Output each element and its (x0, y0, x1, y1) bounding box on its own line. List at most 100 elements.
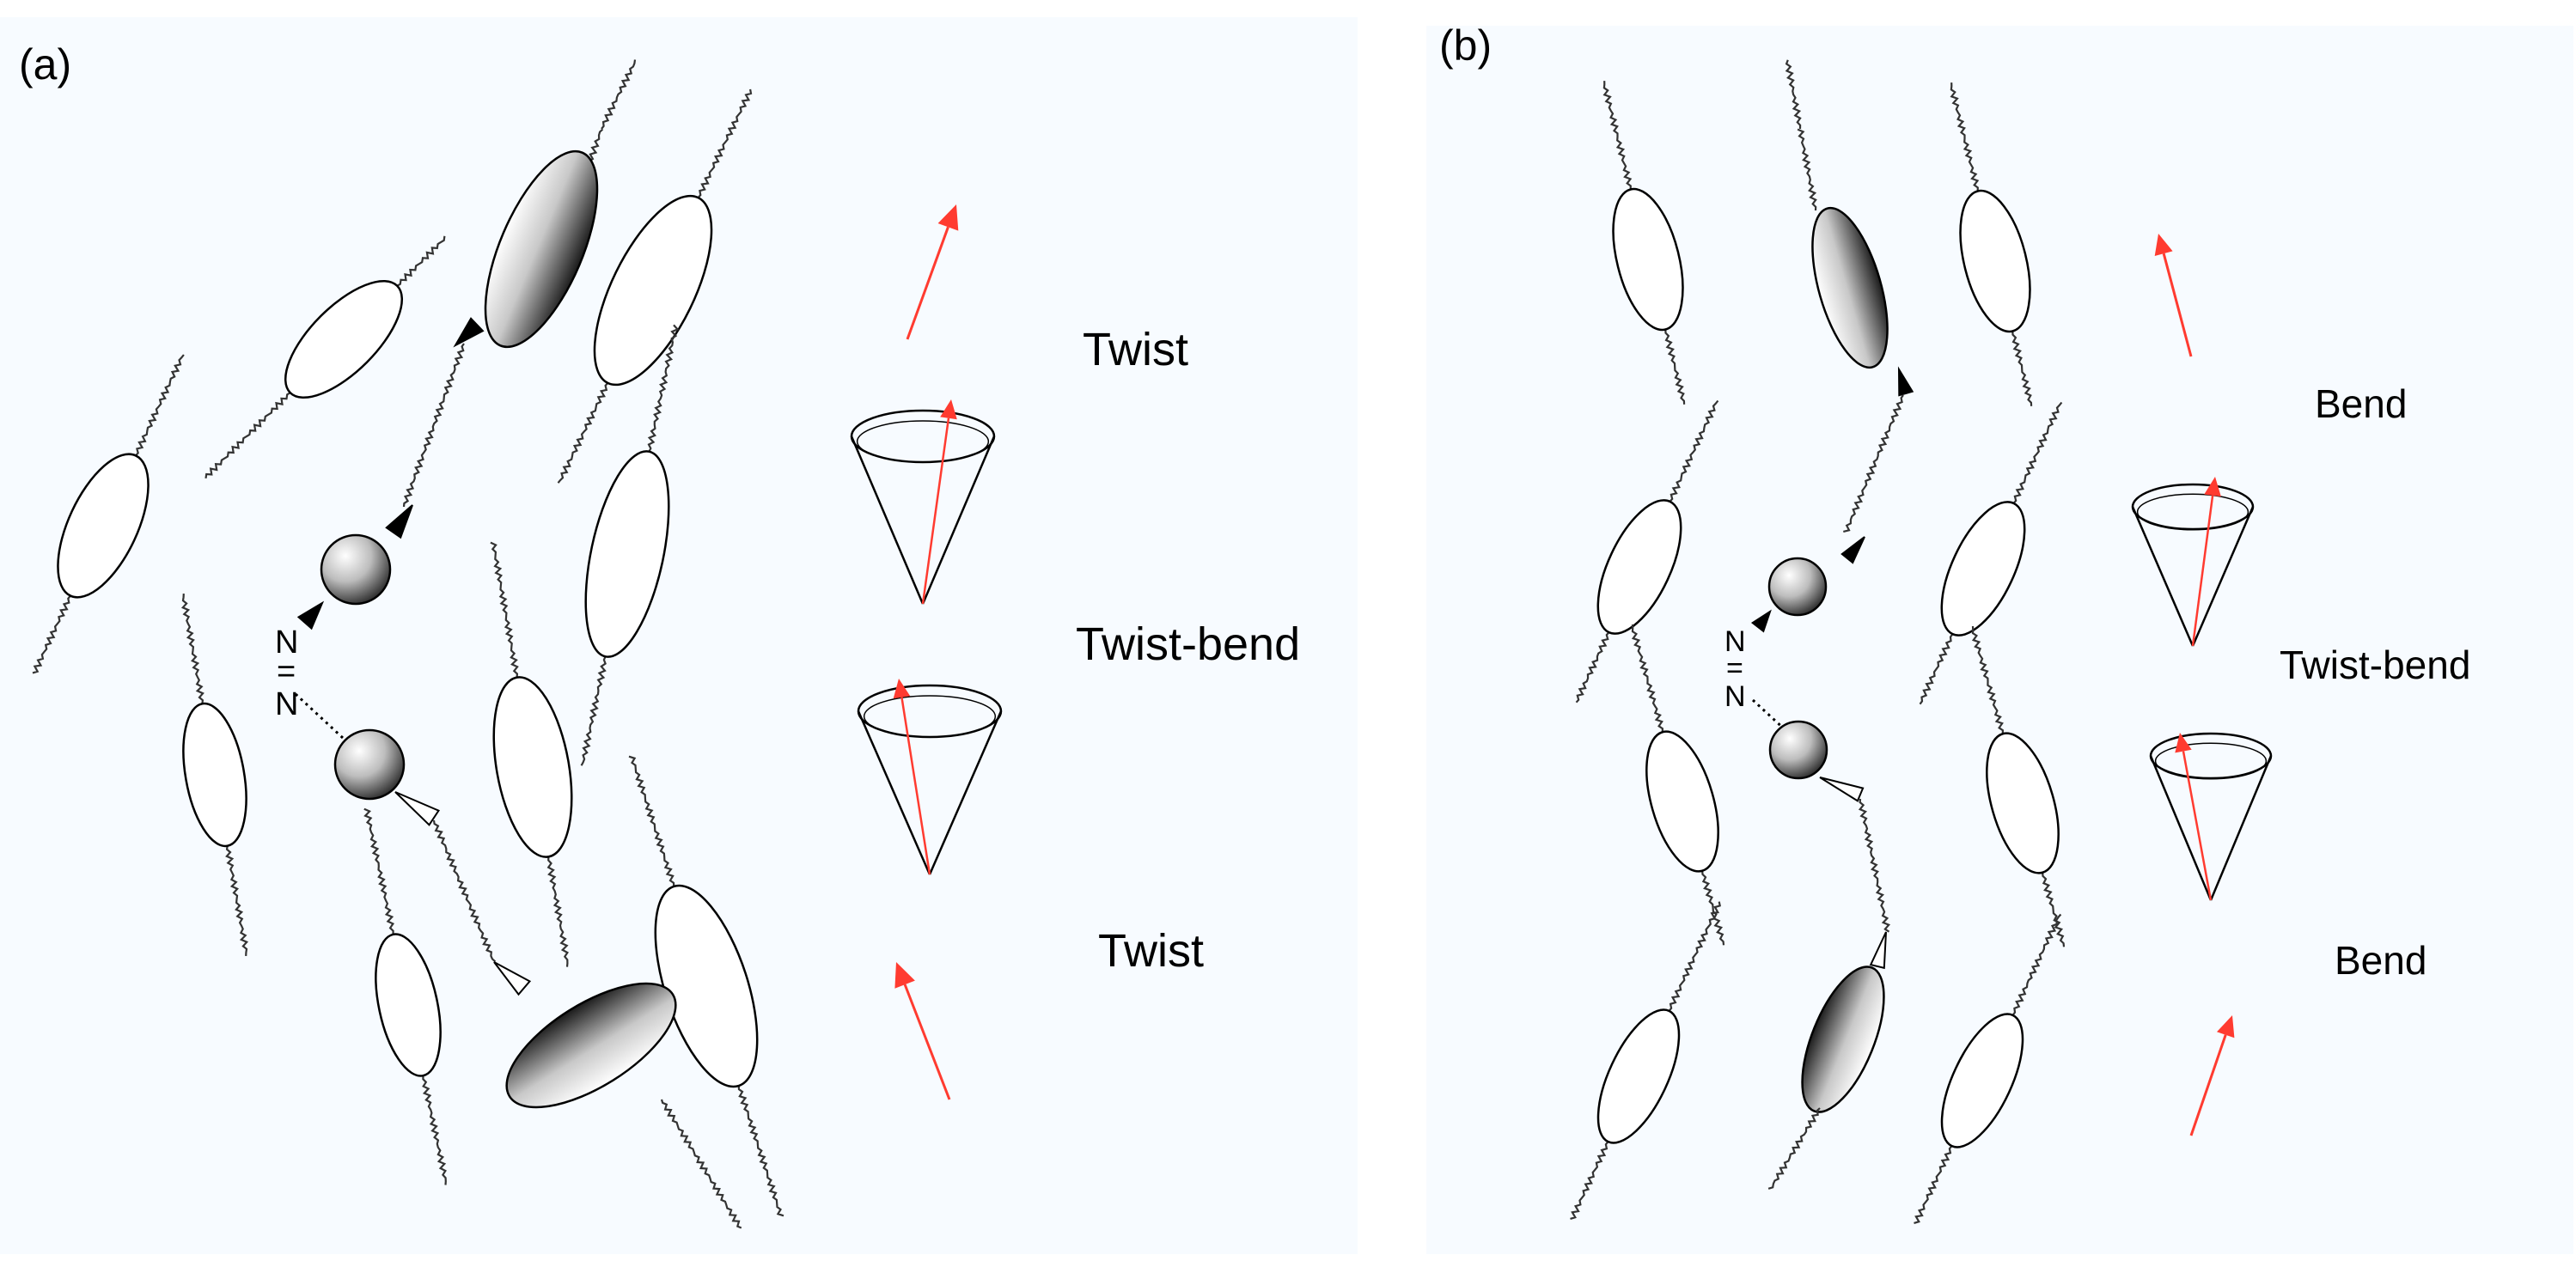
panel-a-azo-atom-upper: N (275, 624, 298, 661)
panel-a-mesogen-tail-top (697, 88, 753, 198)
panel-b-mesogen-body (1940, 501, 2026, 637)
panel-a-cone-side-left (850, 436, 925, 605)
panel-a-mesogen (490, 541, 573, 967)
panel-b-mesogen-body (1596, 499, 1682, 635)
panel-b-cone (2149, 732, 2273, 901)
panel-a-cone-rim-inner (863, 695, 997, 738)
panel-b-cone-side-right (2209, 755, 2273, 901)
panel-b-mesogen-tail-bottom (1575, 631, 1610, 704)
panel-b-mesogen-body (1986, 732, 2060, 874)
panel-b-mesogen-tail-top (2012, 401, 2063, 504)
panel-b-mesogen-tail-bottom (1701, 870, 1725, 946)
panel-b-dimer-ring (1767, 557, 1828, 617)
panel-b-label-middle: Twist-bend (2280, 643, 2470, 687)
panel-a-mesogen (363, 807, 447, 1185)
panel-b-cone-rim (2149, 732, 2273, 780)
panel-b-cone (2131, 477, 2255, 647)
panel-b-dimer-wedge (1840, 536, 1865, 564)
panel-b-mesogen-tail-bottom (1570, 1141, 1609, 1220)
panel-b-mesogen-body (1612, 187, 1684, 332)
panel-a-mesogen (580, 324, 680, 766)
panel-a-mesogen-tail-top (490, 541, 519, 678)
panel-a-mesogen-tail-top (647, 324, 680, 453)
panel-b-mesogen-body (1596, 1008, 1681, 1144)
panel-b-azo-bond: = (1726, 652, 1743, 685)
panel-a-mesogen-body (593, 194, 713, 387)
panel-a-mesogen-body (284, 279, 404, 399)
panel-b-mesogen (1602, 81, 1686, 405)
panel-b-dimer-chain-top (1785, 59, 1817, 211)
panel-a-mesogen-body (584, 450, 670, 658)
panel-a-azo-atom-lower: N (275, 686, 298, 722)
panel-b-dimer-mesogen-bottom (1801, 965, 1885, 1113)
panel-b-mesogen (1575, 399, 1719, 704)
panel-a-cone-director-shaft (900, 697, 931, 875)
panel-a-mesogen-tail-top (180, 594, 204, 704)
panel-a-cone-director (893, 679, 931, 875)
panel-a-mesogen-tail-top (628, 755, 675, 887)
panel-a-azo-bond: = (277, 654, 296, 690)
panel-a-cone-rim-inner (856, 420, 990, 463)
panel-b-mesogen-body (1940, 1013, 2024, 1148)
panel-b-cone-rim-inner (2154, 742, 2268, 780)
panel-a-mesogen-tail-bottom (422, 1075, 447, 1185)
panel-b-mesogen-tail-bottom (1914, 1145, 1953, 1224)
panel-a-cone-side-right (928, 710, 1003, 875)
panel-a-mesogen-tail-bottom (204, 392, 291, 479)
panel-a-dimer-wedge (385, 504, 413, 539)
panel-b (1426, 26, 2573, 1254)
panel-a-director-arrow-shaft (903, 984, 951, 1100)
panel-b-director-arrow (2189, 1015, 2235, 1136)
panel-a-mesogen-tail-top (363, 807, 395, 935)
panel-b-director-arrow-head (2217, 1015, 2235, 1039)
panel-a (0, 17, 1358, 1254)
panel-b-dimer-wedge (1869, 931, 1887, 970)
panel-b-director-arrow-shaft (2189, 1034, 2227, 1136)
panel-b-azo-atom-upper: N (1724, 625, 1746, 658)
panel-b-director-arrow (2154, 234, 2193, 357)
panel-b-cone-rim-inner (2136, 493, 2249, 531)
panel-a-dimer-wedge (394, 791, 440, 826)
panel-b-director-arrow-head (2154, 234, 2173, 256)
panel-a-mesogen-tail-bottom (557, 382, 609, 484)
panel-a-director-arrow (894, 962, 951, 1100)
panel-a-mesogen-body (375, 933, 442, 1077)
panel-b-cone-side-left (2131, 506, 2194, 647)
panel-a-dimer-mesogen-top (484, 149, 599, 349)
panel-b-mesogen-tail-top (1631, 624, 1664, 733)
panel-a-mesogen-tail-bottom (225, 845, 249, 956)
panel-a-mesogen-body (492, 676, 573, 858)
panel-b-mesogen-body (1959, 189, 2031, 333)
panel-a-director-arrow-head (894, 962, 915, 989)
panel-a-cone (850, 399, 996, 605)
panel-b-cone-side-left (2149, 755, 2213, 901)
panel-a-dimer-chain-bottom (660, 1099, 742, 1229)
panel-a-dimer-chain-lower (432, 819, 497, 963)
panel-a-dimer-ring (320, 533, 392, 606)
panel-b-dimer-wedge (1750, 609, 1772, 633)
panel-a-cone (857, 679, 1003, 875)
panel-b-mesogen-tail-top (1950, 82, 1980, 192)
panel-a-cone-director-head (940, 399, 957, 420)
panel-b-letter: (b) (1439, 21, 1492, 70)
panel-b-mesogen-tail-top (1602, 81, 1633, 190)
panel-a-label-lower: Twist (1098, 925, 1204, 977)
panel-b-dimer-wedge (1897, 366, 1914, 397)
panel-a-mesogen-tail-top (135, 354, 185, 457)
panel-b-mesogen (1950, 82, 2033, 406)
panel-a-letter: (a) (19, 40, 71, 88)
panel-a-dimer-chain-upper (402, 343, 465, 508)
panel-a-mesogen-body (182, 702, 247, 848)
panel-a-director-arrow-head (937, 204, 959, 231)
panel-a-mesogen (32, 354, 185, 674)
panel-b-mesogen (1631, 624, 1725, 946)
panel-b-mesogen (1914, 913, 2062, 1224)
panel-b-mesogen-tail-top (1971, 625, 2005, 734)
panel-b-director-arrow-shaft (2162, 253, 2193, 357)
panel-b-dimer-chain-bottom (1767, 1107, 1821, 1190)
panel-a-mesogen-body (57, 453, 150, 599)
panel-a-mesogen-tail-bottom (580, 655, 607, 766)
panel-b-mesogen (1971, 625, 2066, 947)
